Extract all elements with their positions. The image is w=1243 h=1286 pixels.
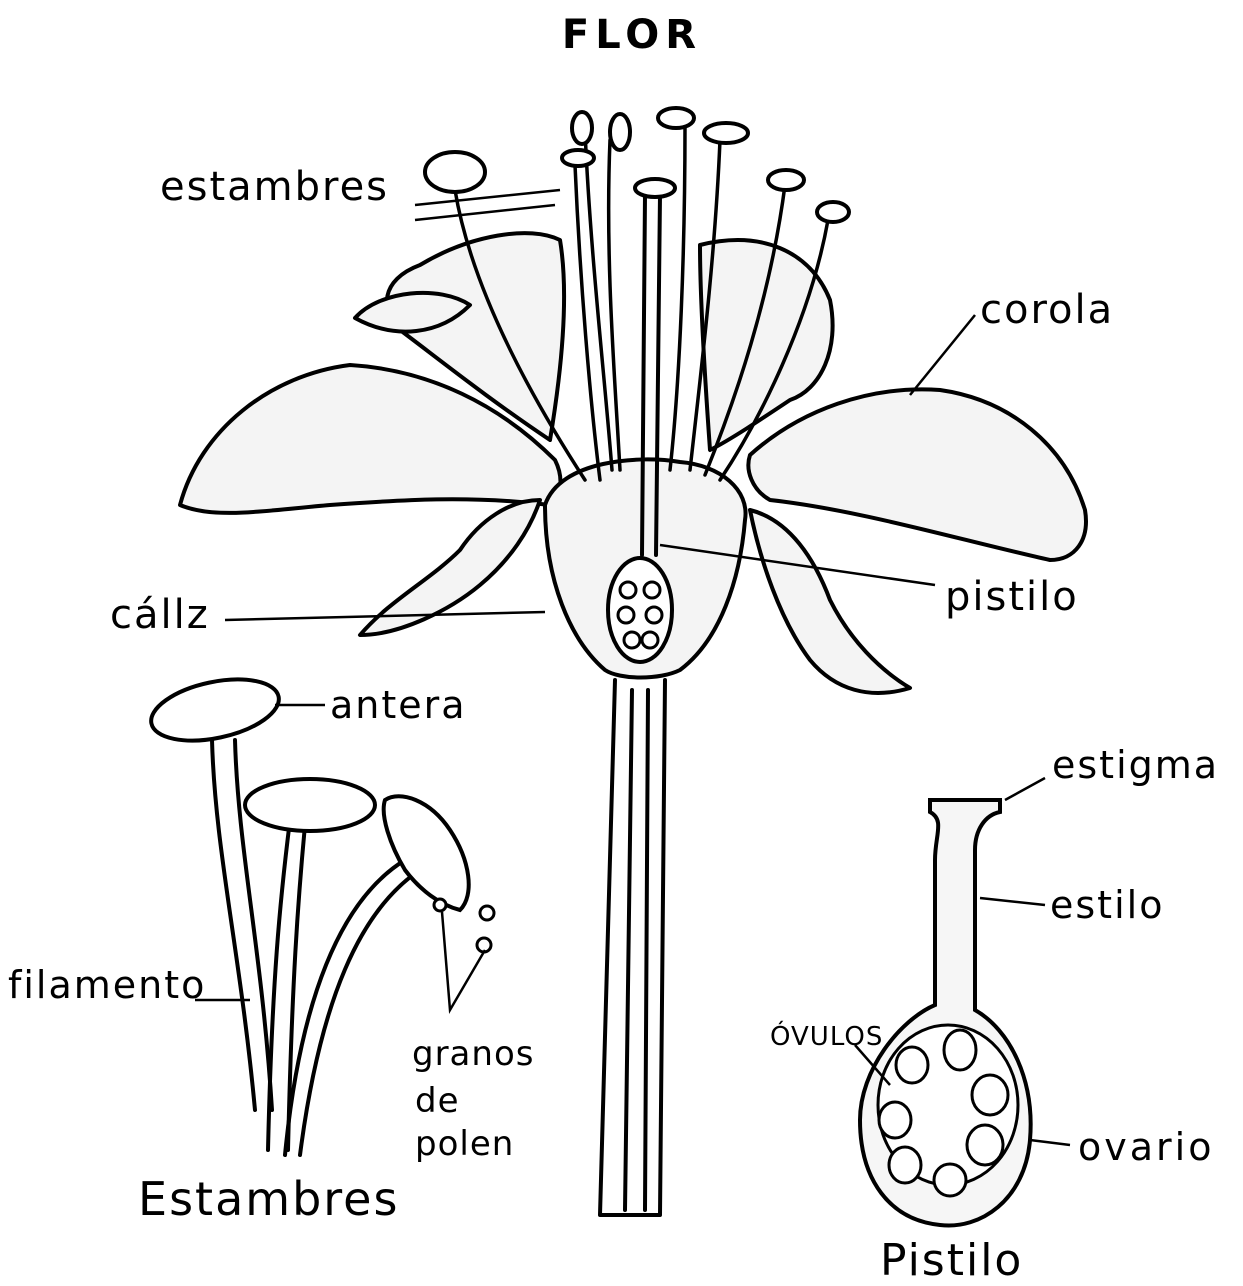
label-antera: antera [330, 683, 467, 727]
diagram-title: FLOR [562, 12, 702, 58]
label-granos-line2: de [415, 1081, 460, 1121]
petal-front-right [748, 389, 1086, 560]
label-corola: corola [980, 287, 1114, 333]
pistil-detail-drawing [860, 800, 1031, 1226]
label-filamento: filamento [8, 963, 206, 1007]
caption-pistilo: Pistilo [880, 1235, 1023, 1286]
label-caliz: cállz [110, 592, 210, 638]
sepal-right [750, 510, 910, 693]
flower-ovary [608, 558, 672, 662]
caption-estambres: Estambres [138, 1172, 399, 1226]
label-pistilo: pistilo [945, 574, 1079, 620]
label-ovario: ovario [1078, 1125, 1214, 1169]
label-estambres: estambres [160, 164, 389, 210]
label-granos-line1: granos [412, 1034, 534, 1074]
label-estilo: estilo [1050, 883, 1164, 927]
label-estigma: estigma [1052, 743, 1219, 787]
flower-anthers [425, 108, 849, 222]
flower-stigma [635, 179, 675, 197]
flower-stem [600, 680, 665, 1215]
label-granos-line3: polen [415, 1124, 514, 1164]
label-ovulos: óvulos [770, 1020, 883, 1052]
